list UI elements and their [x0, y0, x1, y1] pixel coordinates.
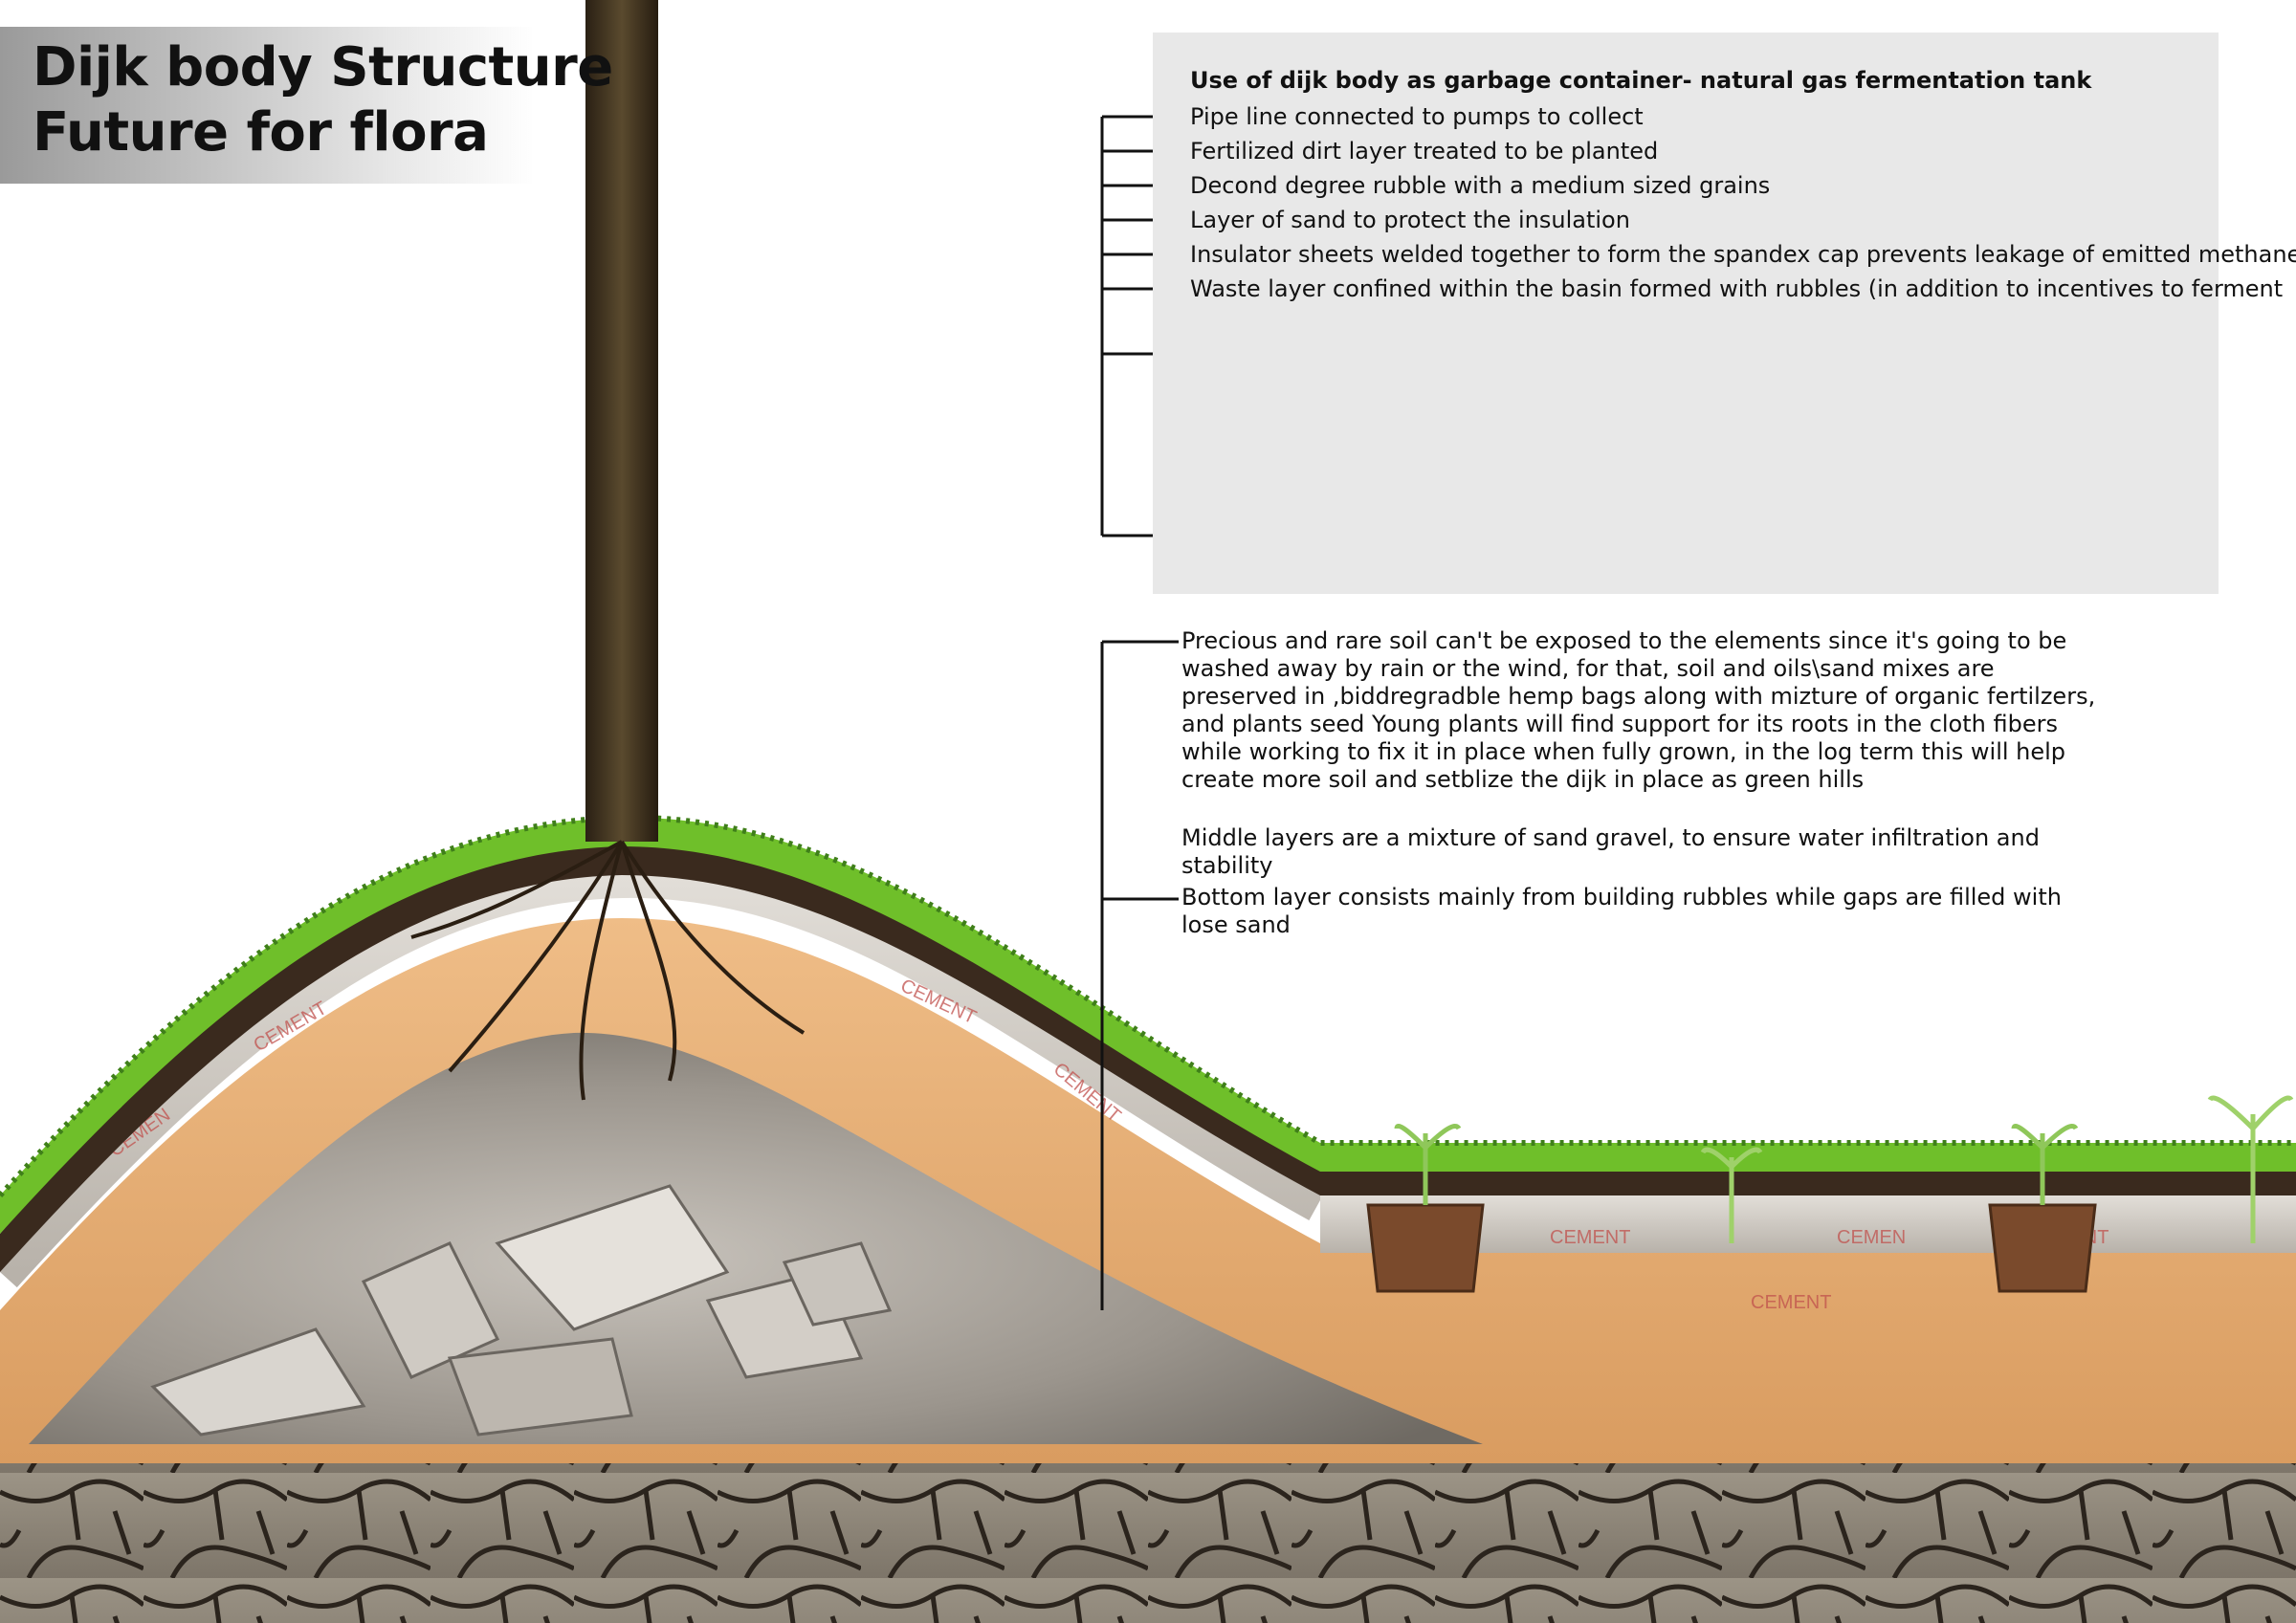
bottom-layer-description: Bottom layer consists mainly from buildi…: [1181, 884, 2062, 938]
svg-text:CEMENT: CEMENT: [1751, 1292, 1831, 1313]
layer-label-sand: Layer of sand to protect the insulation: [1190, 207, 1630, 233]
middle-layers-description: Middle layers are a mixture of sand grav…: [1181, 824, 2040, 879]
seedling-1: [1700, 1147, 1763, 1243]
soil-description: Precious and rare soil can't be exposed …: [1181, 627, 2096, 793]
title-line-1: Dijk body Structure: [33, 36, 613, 99]
layer-label-rubble: Decond degree rubble with a medium sized…: [1190, 172, 1771, 199]
seedling-2: [2207, 1095, 2294, 1243]
tree-trunk: [585, 0, 658, 842]
hemp-pot-2: [1988, 1124, 2097, 1293]
layer-info-panel: [1153, 33, 2219, 594]
title-block: Dijk body Structure Future for flora: [0, 27, 613, 184]
layer-label-pipe: Pipe line connected to pumps to collect: [1190, 103, 1644, 130]
layer-label-fertilized-dirt: Fertilized dirt layer treated to be plan…: [1190, 138, 1659, 164]
title-line-2: Future for flora: [33, 101, 489, 164]
cracked-earth-ground: [0, 1444, 2296, 1623]
panel-heading: Use of dijk body as garbage container- n…: [1190, 67, 2092, 94]
svg-text:CEMENT: CEMENT: [1550, 1227, 1630, 1248]
tree-roots: [410, 840, 806, 1101]
description-leader-lines: [1100, 640, 1179, 1310]
svg-text:CEMEN: CEMEN: [1837, 1227, 1906, 1248]
layer-label-waste: Waste layer confined within the basin fo…: [1190, 275, 2284, 302]
layer-label-insulator: Insulator sheets welded together to form…: [1190, 241, 2296, 268]
hemp-pot-1: [1366, 1124, 1485, 1293]
concrete-rubble-chunks: [150, 1184, 893, 1437]
